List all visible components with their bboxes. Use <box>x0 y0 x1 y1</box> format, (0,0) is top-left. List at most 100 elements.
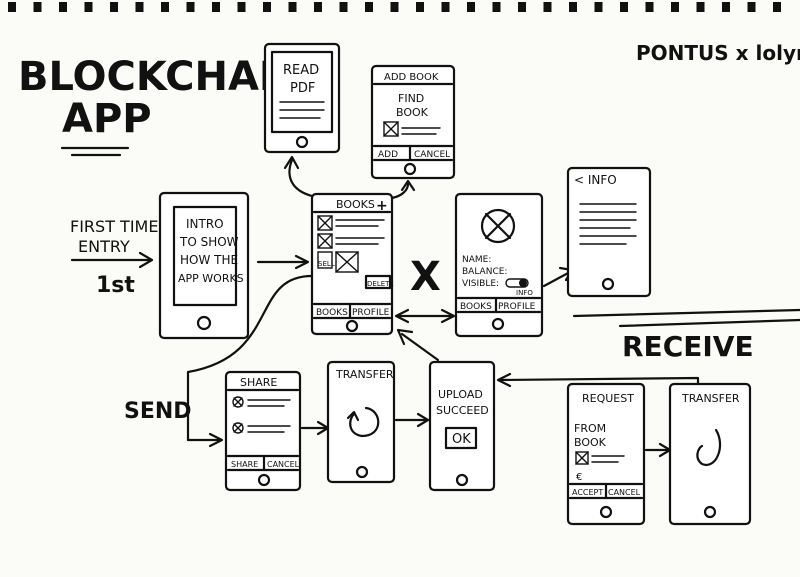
intro-line-1: INTRO <box>186 217 224 231</box>
spiral-ring <box>186 2 195 12</box>
books-to-share-arrow <box>186 274 314 442</box>
spiral-binding <box>0 0 800 14</box>
phone-add-book: ADD BOOK FIND BOOK ADD CANCEL <box>370 64 456 180</box>
books-header: BOOKS <box>336 198 375 211</box>
spiral-ring <box>620 2 628 12</box>
intro-line-3: HOW THE <box>180 253 238 267</box>
phone-transfer: TRANSFER <box>326 360 396 484</box>
spiral-ring <box>645 2 654 12</box>
spiral-ring <box>696 2 705 12</box>
loading-spinner-icon-2 <box>696 428 722 467</box>
request-cancel-button[interactable]: CANCEL <box>608 488 641 497</box>
spiral-ring <box>671 2 679 12</box>
phone-profile: NAME: BALANCE: VISIBLE: INFO BOOKS PROFI… <box>454 192 544 338</box>
phone-transfer-receive: TRANSFER <box>668 382 752 526</box>
add-button[interactable]: ADD <box>378 150 398 160</box>
phone-read-pdf: READ PDF <box>263 42 341 154</box>
spiral-ring <box>492 2 501 12</box>
loading-spinner-icon <box>349 406 380 438</box>
spiral-ring <box>339 2 348 12</box>
accept-button[interactable]: ACCEPT <box>572 488 603 497</box>
share-button[interactable]: SHARE <box>231 460 258 469</box>
entry-arrowhead <box>138 251 154 269</box>
books-plus-button[interactable]: + <box>376 198 388 214</box>
spiral-ring <box>722 2 730 12</box>
spiral-ring <box>237 2 246 12</box>
read-pdf-line-2: PDF <box>290 81 315 96</box>
books-to-add-arrow <box>390 182 410 200</box>
spiral-ring <box>135 2 144 12</box>
spiral-ring <box>161 2 169 12</box>
app-title-line2: APP <box>62 96 152 142</box>
sell-button[interactable]: SELL <box>318 260 335 268</box>
spiral-ring <box>390 2 399 12</box>
intro-line-4: APP WORKS <box>178 272 244 285</box>
add-book-header: ADD BOOK <box>384 72 439 83</box>
currency-label: € <box>576 472 582 483</box>
spiral-ring <box>416 2 424 12</box>
spiral-ring <box>59 2 67 12</box>
app-title-line1: BLOCKCHAIN <box>18 54 307 100</box>
info-header: < INFO <box>574 173 617 187</box>
transfer2-header: TRANSFER <box>681 392 740 405</box>
section-divider <box>572 308 800 318</box>
spiral-ring <box>543 2 552 12</box>
phone-books: BOOKS + SELL DELETE BOOKS PROFILE <box>310 192 394 336</box>
spiral-ring <box>212 2 220 12</box>
books-to-pdf-arrow <box>288 158 314 198</box>
upload-to-books-arrow <box>400 332 440 362</box>
balance-label: BALANCE: <box>462 267 507 277</box>
spiral-ring <box>518 2 526 12</box>
request-header: REQUEST <box>582 392 634 405</box>
delete-button[interactable]: DELETE <box>367 280 394 288</box>
entry-label: ENTRY <box>78 237 130 256</box>
spiral-ring <box>84 2 93 12</box>
info-link[interactable]: INFO <box>516 289 533 297</box>
intro-line-2: TO SHOW <box>179 235 239 249</box>
spiral-ring <box>110 2 118 12</box>
section-divider-2 <box>618 318 800 328</box>
from-line-2: BOOK <box>574 436 607 449</box>
ok-button[interactable]: OK <box>452 432 471 447</box>
phone-intro: INTRO TO SHOW HOW THE APP WORKS <box>158 191 250 340</box>
phone-request: REQUEST FROM BOOK € ACCEPT CANCEL <box>566 382 646 526</box>
upload-line-2: SUCCEED <box>436 404 489 417</box>
visible-toggle[interactable] <box>505 278 529 288</box>
spiral-ring <box>8 2 16 12</box>
send-label: SEND <box>124 399 192 424</box>
spiral-ring <box>467 2 475 12</box>
share-header: SHARE <box>240 376 277 389</box>
spiral-ring <box>288 2 297 12</box>
cancel-button[interactable]: CANCEL <box>414 150 450 160</box>
spiral-ring <box>569 2 577 12</box>
find-line-2: BOOK <box>396 106 429 119</box>
first-label: 1st <box>96 273 135 298</box>
visible-label: VISIBLE: <box>462 279 499 289</box>
spiral-ring <box>314 2 322 12</box>
spiral-ring <box>33 2 42 12</box>
profile-tab[interactable]: PROFILE <box>352 308 390 318</box>
authors: PONTUS x lolyn <box>636 41 800 65</box>
spiral-ring <box>441 2 450 12</box>
receive-to-upload-arrow <box>498 376 700 386</box>
spiral-ring <box>747 2 756 12</box>
first-time-label: FIRST TIME <box>70 217 158 236</box>
transfer-header: TRANSFER <box>335 368 394 381</box>
spiral-ring <box>263 2 271 12</box>
books-tab[interactable]: BOOKS <box>316 308 348 318</box>
profile-to-info-arrow <box>542 270 572 288</box>
spiral-ring <box>365 2 373 12</box>
phone-share: SHARE SHARE CANCEL <box>224 370 302 492</box>
phone-info: < INFO <box>566 166 652 298</box>
upload-line-1: UPLOAD <box>438 388 483 401</box>
profile-books-tab[interactable]: BOOKS <box>460 302 492 312</box>
receive-label: RECEIVE <box>622 330 754 363</box>
x-mark: X <box>410 254 441 300</box>
share-cancel-button[interactable]: CANCEL <box>267 460 300 469</box>
spiral-ring <box>594 2 603 12</box>
phone-upload: UPLOAD SUCCEED OK <box>428 360 496 492</box>
name-label: NAME: <box>462 255 491 265</box>
from-line-1: FROM <box>574 422 606 435</box>
profile-profile-tab[interactable]: PROFILE <box>498 302 536 312</box>
